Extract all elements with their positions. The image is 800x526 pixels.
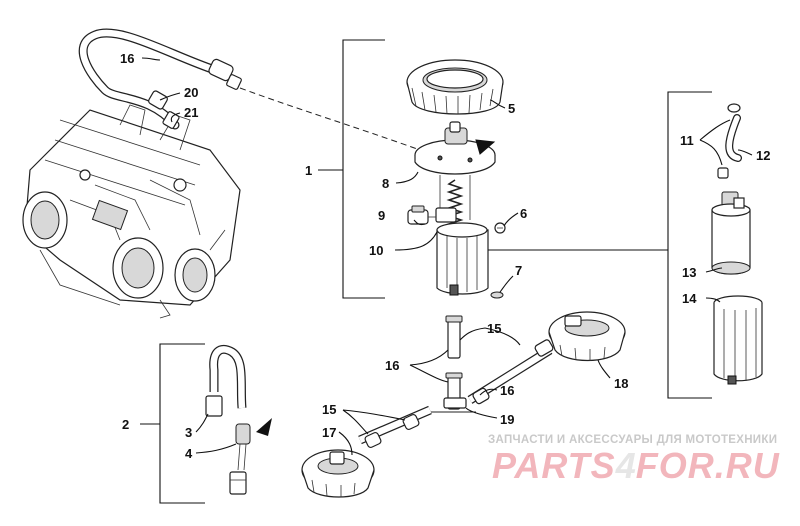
fuel-line-lower xyxy=(420,315,476,413)
label-16-lower: 16 xyxy=(500,383,514,398)
clip-7 xyxy=(490,291,504,299)
watermark: ЗАПЧАСТИ И АКСЕССУАРЫ ДЛЯ МОТОТЕХНИКИ PA… xyxy=(488,434,780,486)
label-13: 13 xyxy=(682,265,696,280)
fuel-hose-16-upper xyxy=(78,28,242,130)
label-16-upper: 16 xyxy=(120,51,134,66)
leader-lines xyxy=(141,57,753,456)
label-14: 14 xyxy=(682,291,697,306)
filter-17 xyxy=(301,449,375,498)
label-7: 7 xyxy=(515,263,522,278)
label-19: 19 xyxy=(500,412,514,427)
callout-labels: 16 20 21 5 1 8 9 6 10 7 11 12 13 14 15 1… xyxy=(120,51,770,461)
label-9: 9 xyxy=(378,208,385,223)
lock-ring-5 xyxy=(406,59,504,115)
label-12: 12 xyxy=(756,148,770,163)
screw-6 xyxy=(494,222,506,234)
throttle-body-assembly xyxy=(22,104,241,319)
label-15-upper: 15 xyxy=(487,321,501,336)
label-21: 21 xyxy=(184,105,198,120)
label-1: 1 xyxy=(305,163,312,178)
watermark-brand-left: PARTS xyxy=(492,445,616,486)
label-8: 8 xyxy=(382,176,389,191)
pump-spring-sender-10 xyxy=(435,175,471,229)
pump-hose-11-12 xyxy=(717,103,742,179)
wire-harness xyxy=(205,344,251,495)
watermark-brand-dot: 4 xyxy=(615,445,636,486)
watermark-tagline: ЗАПЧАСТИ И АКСЕССУАРЫ ДЛЯ МОТОТЕХНИКИ xyxy=(488,434,777,446)
label-16-middle: 16 xyxy=(385,358,399,373)
pump-housing-14 xyxy=(713,295,763,385)
label-20: 20 xyxy=(184,85,198,100)
label-5: 5 xyxy=(508,101,515,116)
arrow-pointer-icon-2 xyxy=(256,418,272,436)
label-15-lower: 15 xyxy=(322,402,336,417)
fuel-pump-13 xyxy=(711,191,751,275)
label-3: 3 xyxy=(185,425,192,440)
watermark-brand-right: FOR.RU xyxy=(636,445,780,486)
label-2: 2 xyxy=(122,417,129,432)
label-17: 17 xyxy=(322,425,336,440)
label-4: 4 xyxy=(185,446,193,461)
watermark-logo: PARTS4FOR.RU xyxy=(492,445,780,486)
pump-flange-8 xyxy=(414,121,496,175)
fitting-9 xyxy=(407,205,436,225)
routing-dashed-line xyxy=(239,87,421,151)
label-11: 11 xyxy=(680,133,694,148)
bracket-1 xyxy=(318,39,385,299)
label-10: 10 xyxy=(369,243,383,258)
bracket-pump xyxy=(488,91,712,399)
label-18: 18 xyxy=(614,376,628,391)
filter-18 xyxy=(548,311,626,361)
pump-reservoir xyxy=(436,222,489,296)
bracket-2 xyxy=(140,343,205,504)
label-6: 6 xyxy=(520,206,527,221)
arrow-pointer-icon xyxy=(475,139,496,155)
